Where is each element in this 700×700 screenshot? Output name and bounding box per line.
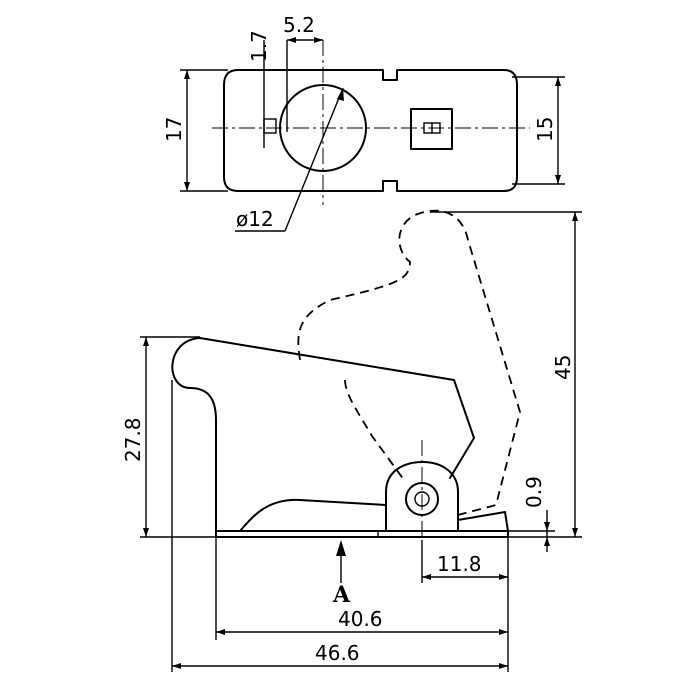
dim-17-arrow-t (184, 70, 190, 79)
dia-12-arrow (337, 88, 344, 101)
dim-45-label: 45 (551, 355, 575, 380)
dim-15-label: 15 (533, 117, 557, 142)
dim-0-9-arrow-b (544, 537, 550, 546)
cover-open (297, 209, 521, 516)
dim-40-6-label: 40.6 (338, 607, 383, 631)
top-view: 5.2 1.7 ø12 17 15 (162, 13, 565, 232)
dim-15-arrow-b (555, 175, 561, 184)
dim-11-8-arrow-l (422, 574, 431, 580)
dim-46-6-arrow-l (172, 663, 181, 669)
hinge-block (385, 461, 459, 532)
dim-45-arrow-b (572, 528, 578, 537)
dim-15-arrow-t (555, 77, 561, 86)
dim-40-6-arrow-l (216, 629, 225, 635)
dim-dia-12-label: ø12 (236, 207, 274, 231)
view-a-arrowhead (336, 540, 346, 556)
side-view: A 27.8 45 0.9 11.8 40.6 (121, 209, 582, 672)
dim-27-8-arrow-b (143, 528, 149, 537)
dim-5-2-arrow-r (314, 37, 323, 43)
dim-11-8-arrow-r (499, 574, 508, 580)
dim-0-9-arrow-t (544, 522, 550, 531)
dia-12-leader (284, 87, 344, 232)
dim-40-6-arrow-r (499, 629, 508, 635)
dim-45-arrow-t (572, 212, 578, 221)
slot-rect (263, 118, 277, 134)
dim-46-6-label: 46.6 (315, 641, 360, 665)
dim-17-arrow-b (184, 182, 190, 191)
view-a-label: A (332, 582, 351, 608)
dim-5-2-arrow-l (287, 37, 296, 43)
top-view-marker-outer (410, 108, 453, 150)
dim-46-6-arrow-r (499, 663, 508, 669)
dim-5-2-label: 5.2 (283, 13, 315, 37)
dim-27-8-arrow-t (143, 337, 149, 346)
top-view-outline (223, 69, 518, 192)
dim-27-8-label: 27.8 (121, 417, 145, 462)
cover-open-inner (344, 379, 405, 481)
dim-17-label: 17 (162, 117, 186, 142)
dim-1-7-label: 1.7 (247, 30, 271, 62)
dim-11-8-label: 11.8 (437, 552, 482, 576)
dim-0-9-label: 0.9 (522, 476, 546, 508)
